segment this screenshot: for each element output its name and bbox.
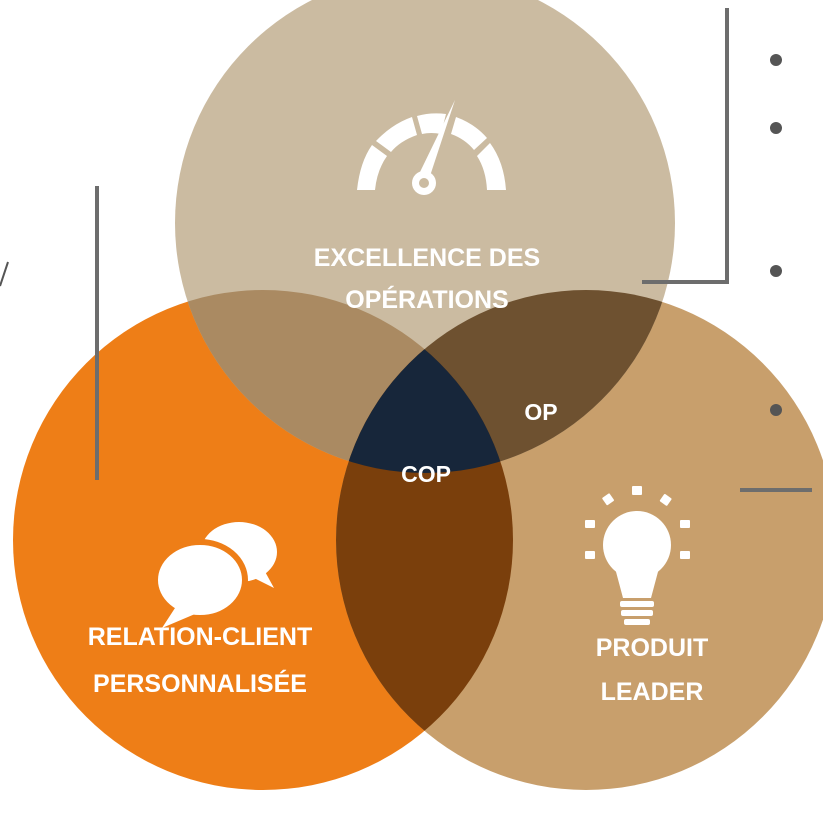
- label-produit-line1: PRODUIT: [596, 634, 709, 662]
- callout-line-top: [642, 8, 729, 284]
- lightbulb-icon: [585, 486, 690, 625]
- label-relation-line1: RELATION-CLIENT: [88, 623, 313, 651]
- bullet: [770, 54, 782, 66]
- speedometer-icon: [357, 100, 506, 195]
- bullet: [770, 265, 782, 277]
- bullet: [770, 404, 782, 416]
- label-excellence-line2: OPÉRATIONS: [345, 285, 508, 314]
- intersection-center: [336, 290, 513, 473]
- bullet: [770, 122, 782, 134]
- label-produit-line2: LEADER: [601, 678, 704, 706]
- label-excellence-line1: EXCELLENCE DES: [314, 244, 540, 272]
- callout-lines: [95, 8, 812, 492]
- label-op: OP: [524, 399, 557, 425]
- callout-bullets: [770, 54, 782, 416]
- edge-mark: [0, 261, 9, 287]
- speech-bubbles-icon: [152, 522, 277, 628]
- label-relation-line2: PERSONNALISÉE: [93, 669, 307, 698]
- label-cop: COP: [401, 461, 451, 487]
